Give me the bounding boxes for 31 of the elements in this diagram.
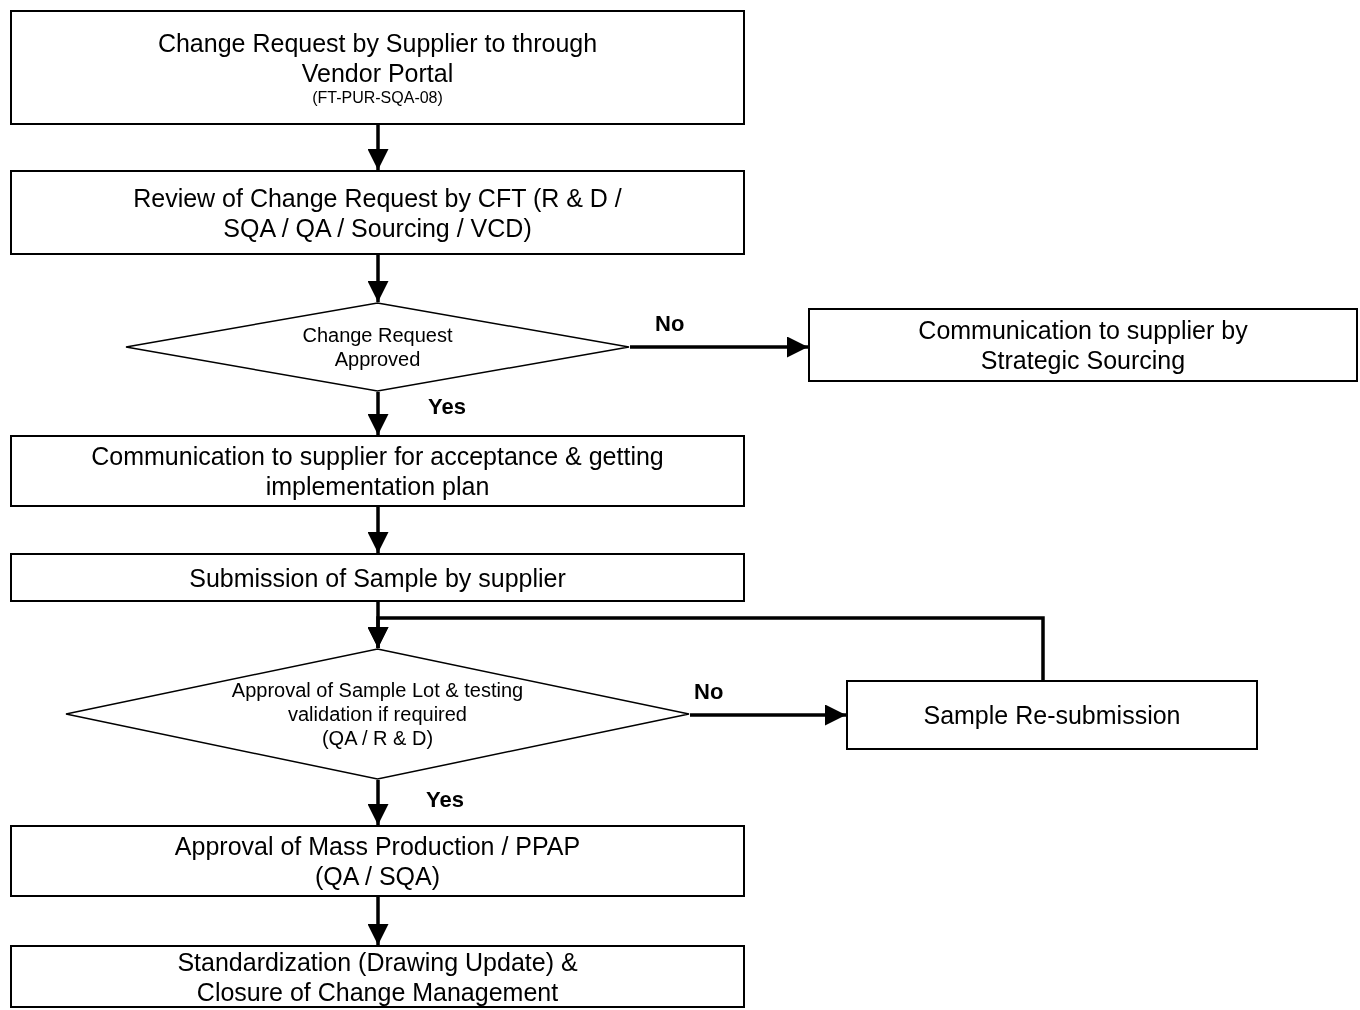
node-text: Submission of Sample by supplier [189, 562, 566, 593]
node-text: Change Request Approved [301, 323, 454, 371]
arrow [367, 392, 389, 435]
arrow [367, 780, 389, 825]
node-text: (QA / R & D) [321, 726, 434, 750]
node-text: Review of Change Request by CFT (R & D / SQA / QA / Sourcing / VCD) [132, 182, 623, 243]
process-box [10, 435, 745, 507]
arrow [367, 125, 389, 170]
arrow [630, 336, 808, 358]
process-box [846, 680, 1258, 750]
arrow [367, 255, 389, 302]
node-text: Sample Re-submission [923, 700, 1181, 730]
arrow [690, 704, 846, 726]
node-text: Communication to supplier for acceptance & getting implementation plan [90, 441, 665, 501]
node-text: Communication to supplier by Strategic Sourcing [917, 315, 1249, 375]
node-text: Change Request by Supplier to through Vendor Portal [157, 27, 598, 88]
node-text: Standardization (Drawing Update) & Closure of Change Management [176, 946, 579, 1007]
process-box [10, 945, 745, 1008]
arrow [367, 616, 1045, 680]
process-box [808, 308, 1358, 382]
node-text: Approval of Sample Lot & testing validation if required [230, 678, 525, 726]
process-box [10, 10, 745, 125]
node-text: Approval of Mass Production / PPAP (QA / SQA) [173, 831, 582, 891]
node-text: (FT-PUR-SQA-08) [312, 87, 443, 108]
process-box [10, 170, 745, 255]
decision-diamond [65, 648, 690, 780]
process-box [10, 553, 745, 602]
arrow [367, 507, 389, 553]
process-box [10, 825, 745, 897]
decision-diamond [125, 302, 630, 392]
arrow [367, 897, 389, 945]
